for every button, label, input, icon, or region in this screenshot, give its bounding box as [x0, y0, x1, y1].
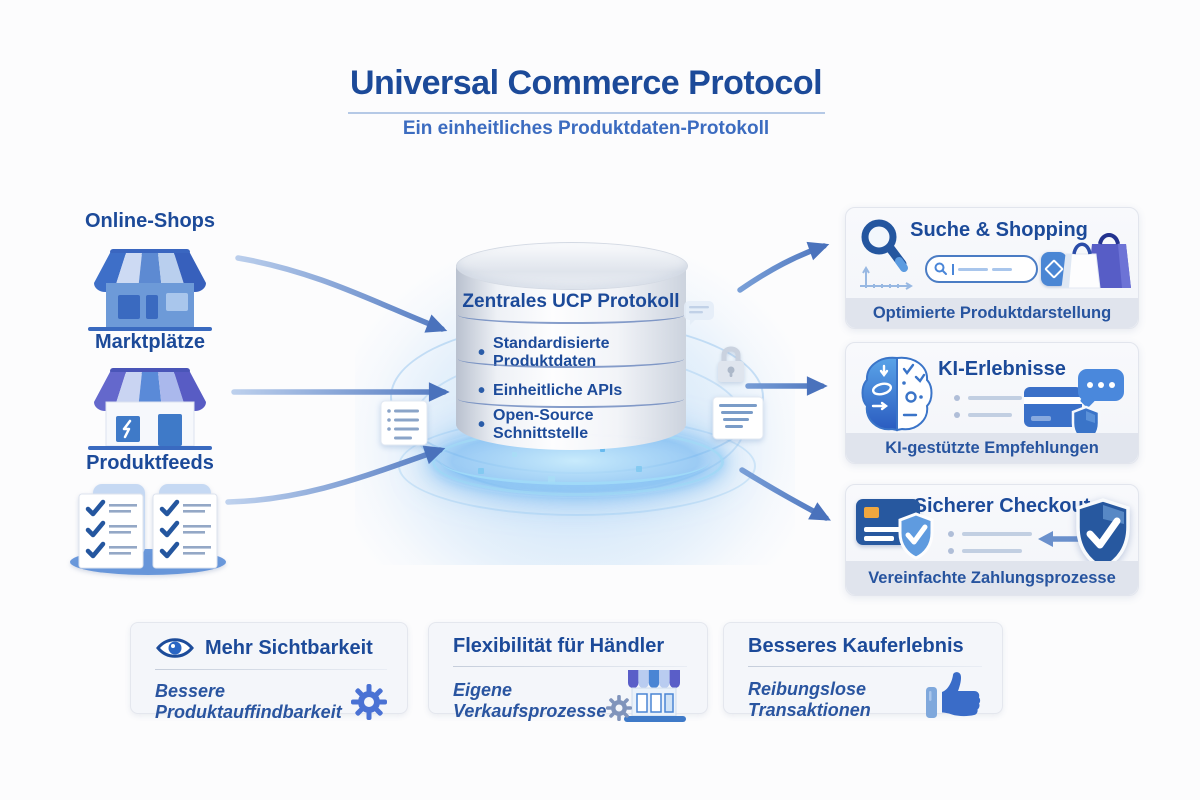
hub-feature-3: Open-Source Schnittstelle — [478, 407, 680, 442]
benefit-divider — [453, 666, 687, 667]
search-bar — [925, 252, 1067, 286]
benefit-description: Bessere Produktauffindbarkeit — [155, 681, 342, 722]
source-label-online-shops: Online-Shops — [85, 210, 215, 232]
benefit-description: Eigene Verkaufsprozesse — [453, 680, 607, 721]
benefit-title: Besseres Kauferlebnis — [748, 635, 964, 657]
output-caption: Optimierte Produktdarstellung — [846, 298, 1138, 328]
cylinder-top — [456, 242, 688, 290]
funnel-document-icon — [712, 396, 764, 445]
ucp-hub-cylinder: Zentrales UCP Protokoll Standardisierte … — [456, 265, 686, 450]
output-card-suche-shopping: Suche & Shopping — [845, 207, 1139, 329]
recommendation-lines — [954, 395, 1022, 429]
output-title: KI-Erlebnisse — [938, 358, 1066, 380]
benefit-description: Reibungslose Transaktionen — [748, 679, 871, 720]
output-title: Suche & Shopping — [910, 219, 1088, 241]
chat-bubble-deco-icon — [683, 300, 715, 331]
payment-lines — [948, 531, 1032, 565]
platform-front-arc — [440, 436, 710, 485]
source-label-marktplaetze: Marktplätze — [94, 331, 206, 353]
page-title: Universal Commerce Protocol — [349, 64, 823, 102]
output-caption: KI-gestützte Empfehlungen — [846, 433, 1138, 463]
checklist-documents-icon — [63, 478, 233, 583]
cylinder-band-line — [458, 390, 684, 408]
benefit-card-flexibilitaet: Flexibilität für Händler Eigene Verkaufs… — [428, 622, 708, 722]
benefit-title: Flexibilität für Händler — [453, 635, 665, 657]
cylinder-band-line — [458, 350, 684, 368]
gear-icon — [351, 684, 387, 720]
source-label-produktfeeds: Produktfeeds — [86, 452, 214, 474]
benefit-card-sichtbarkeit: Mehr Sichtbarkeit Bessere Produktauffind… — [130, 622, 408, 722]
benefit-divider — [748, 666, 982, 667]
output-card-ki-erlebnisse: KI-Erlebnisse — [845, 342, 1139, 464]
page-subtitle: Ein einheitliches Produktdaten-Protokoll — [402, 118, 770, 139]
chat-bubble-icon — [1078, 369, 1124, 401]
chart-axis-icon — [854, 264, 916, 295]
search-icon — [934, 262, 947, 275]
thumbs-up-icon — [924, 670, 982, 722]
header: Universal Commerce Protocol — [180, 64, 992, 103]
left-arrow-icon — [1036, 529, 1085, 554]
brain-icon — [858, 353, 936, 440]
cylinder-band-line — [458, 306, 684, 324]
output-caption: Vereinfachte Zahlungsprozesse — [846, 561, 1138, 595]
search-input — [925, 255, 1038, 283]
output-card-sicherer-checkout: Sicherer Checkout Ve — [845, 484, 1139, 596]
list-document-icon — [380, 400, 428, 451]
output-title: Sicherer Checkout — [913, 495, 1091, 517]
magnifier-icon — [858, 218, 912, 283]
benefit-title: Mehr Sichtbarkeit — [205, 636, 373, 659]
storefront-gear-icon — [606, 668, 692, 724]
title-divider — [348, 112, 825, 114]
benefit-card-kauferlebnis: Besseres Kauferlebnis Reibungslose Trans… — [723, 622, 1003, 720]
lock-icon — [713, 344, 749, 389]
shield-check-icon — [896, 511, 936, 566]
storefront-icon — [80, 243, 220, 338]
benefit-divider — [155, 669, 387, 670]
marketplace-storefront-icon — [80, 362, 220, 457]
shopping-bags-icon — [1060, 228, 1134, 299]
eye-icon — [155, 635, 195, 661]
caret — [952, 263, 954, 275]
